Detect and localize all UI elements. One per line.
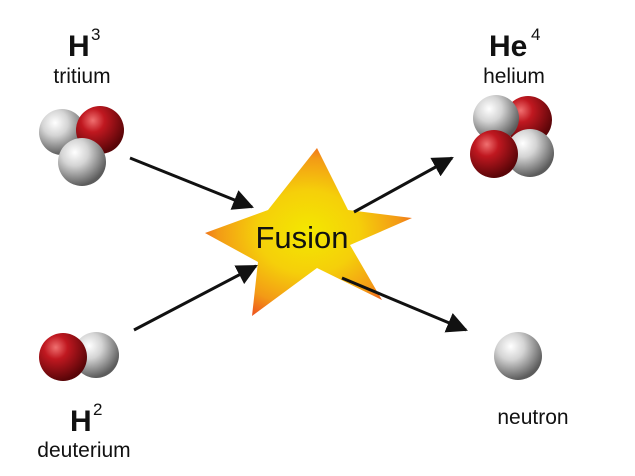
- free-neutron-particle: [494, 332, 542, 380]
- tritium-mass-number: 3: [91, 25, 100, 44]
- free-neutron: [494, 332, 542, 380]
- arrow-deuterium-to-fusion: [133, 264, 258, 332]
- neutron-name: neutron: [497, 406, 568, 429]
- arrow-tritium-to-fusion: [129, 156, 254, 210]
- tritium-neutron-particle: [58, 138, 106, 186]
- deuterium-name: deuterium: [37, 439, 130, 462]
- helium-mass-number: 4: [531, 25, 540, 44]
- helium-neutron-particle: [506, 129, 554, 177]
- deuterium-symbol: H: [70, 405, 92, 438]
- tritium-nucleus: [39, 106, 124, 186]
- helium-symbol: He: [489, 30, 527, 63]
- arrow-fusion-to-helium: [353, 156, 454, 214]
- tritium-name: tritium: [53, 65, 110, 88]
- deuterium-nucleus: [39, 332, 119, 381]
- tritium-label: H 3 tritium: [53, 25, 110, 88]
- arrow-fusion-to-neutron: [341, 276, 468, 333]
- helium-nucleus: [470, 95, 554, 178]
- deuterium-proton-particle: [39, 333, 87, 381]
- helium-neutron-particle: [473, 95, 519, 141]
- fusion-label: Fusion: [255, 220, 348, 255]
- deuterium-mass-number: 2: [93, 400, 102, 419]
- reaction-arrows: [129, 156, 468, 333]
- deuterium-label: H 2 deuterium: [37, 400, 130, 462]
- helium-label: He 4 helium: [483, 25, 545, 88]
- tritium-symbol: H: [68, 30, 90, 63]
- helium-proton-particle: [470, 130, 518, 178]
- helium-name: helium: [483, 65, 545, 88]
